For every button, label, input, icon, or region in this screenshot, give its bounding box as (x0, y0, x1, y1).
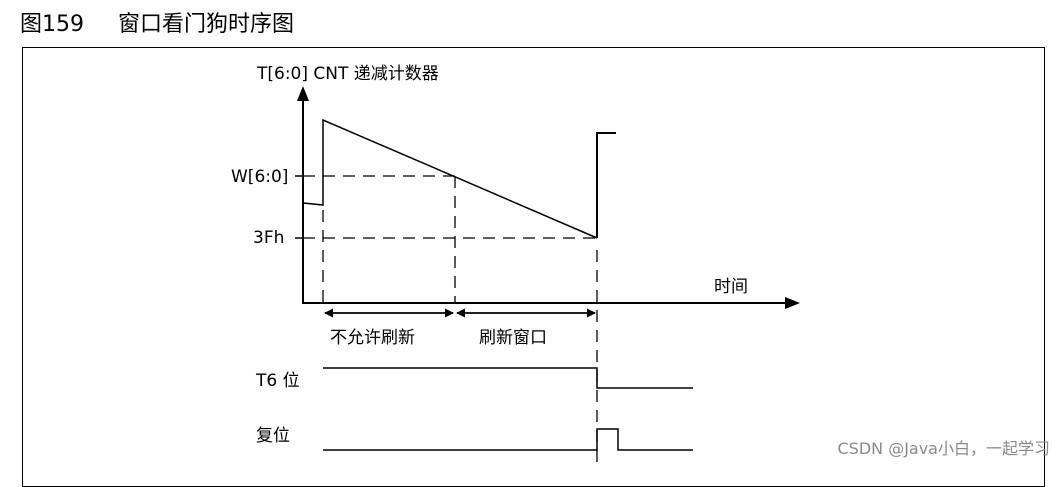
y-axis-label: T[6:0] CNT 递减计数器 (256, 64, 439, 84)
reset-signal-waveform (323, 428, 693, 451)
watermark: CSDN @Java小白，一起学习 (837, 439, 1050, 458)
phase-refresh-window-label: 刷新窗口 (479, 328, 547, 348)
x-axis-label: 时间 (714, 277, 748, 297)
reset-level-label: 3Fh (253, 228, 284, 248)
counter-reload-line (596, 132, 616, 238)
reset-signal-label: 复位 (256, 426, 290, 446)
counter-decrement-line (302, 118, 598, 239)
figure-caption: 窗口看门狗时序图 (118, 12, 295, 37)
figure-title: 图159 窗口看门狗时序图 (20, 6, 294, 38)
y-axis-arrow-icon (297, 86, 309, 101)
phase-no-refresh-label: 不允许刷新 (330, 328, 415, 348)
x-axis-arrow-icon (785, 297, 800, 309)
timing-diagram: T[6:0] CNT 递减计数器 时间 W[6:0] 3Fh 不允许刷新 刷新窗… (231, 64, 800, 465)
t6-signal-waveform (323, 367, 693, 389)
t6-signal-label: T6 位 (255, 371, 300, 391)
figure-number: 图159 (20, 12, 84, 37)
w-level-label: W[6:0] (231, 167, 288, 187)
